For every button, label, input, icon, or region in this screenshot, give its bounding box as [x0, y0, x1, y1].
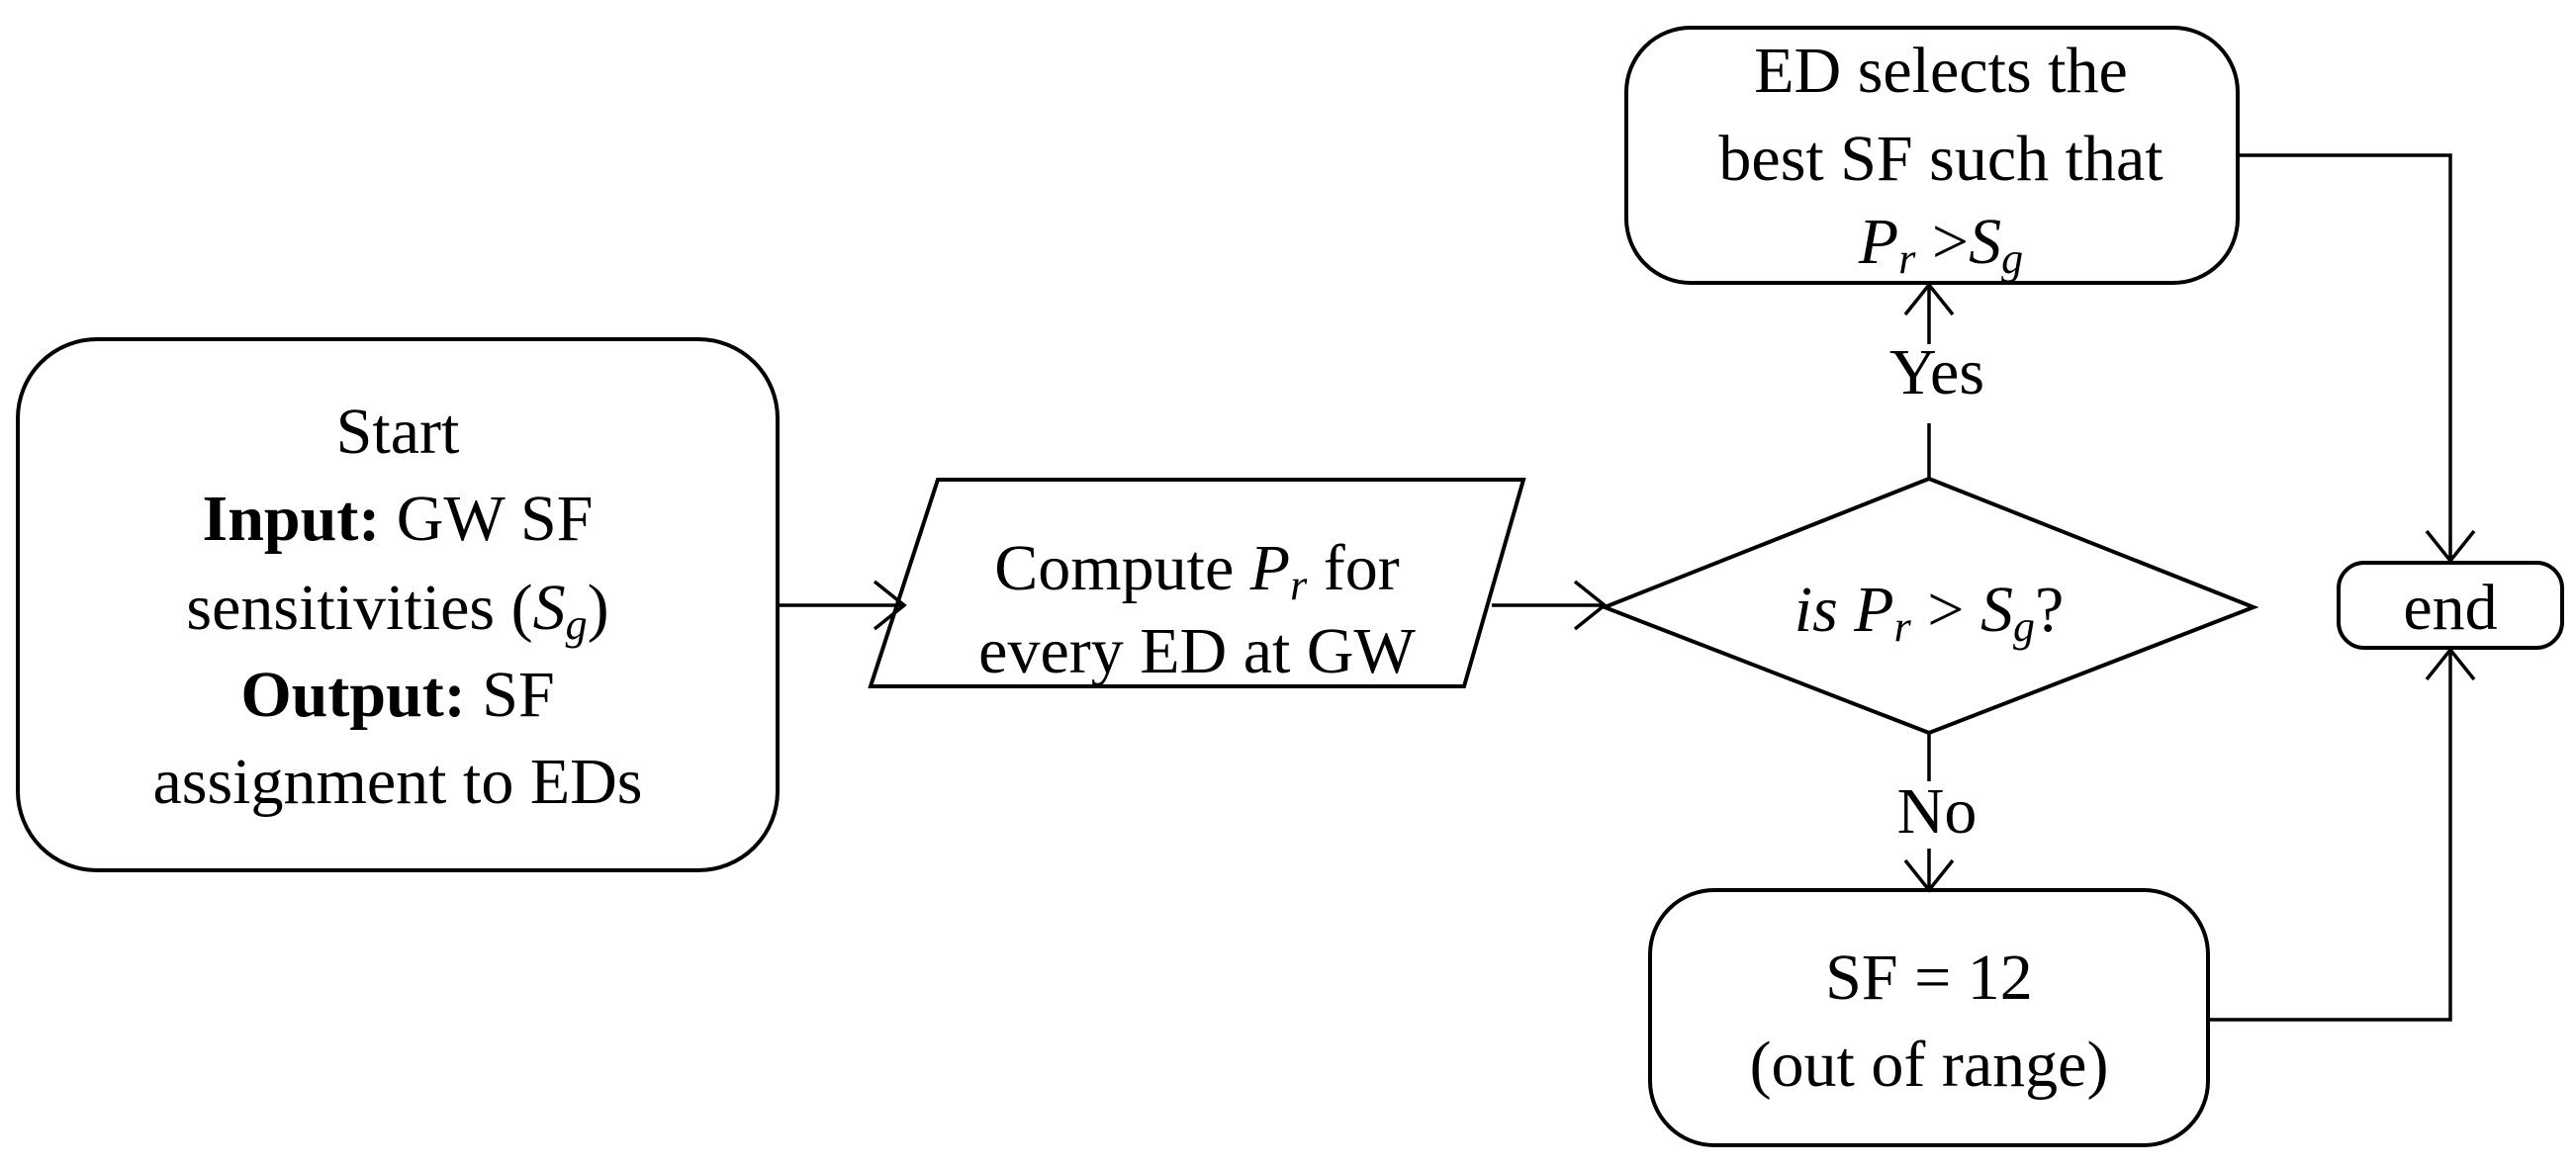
out-of-range-node: SF = 12 (out of range)	[1648, 888, 2210, 1147]
edge-start-to-compute	[778, 580, 907, 631]
select-line-3: Pr >Sg	[1858, 206, 2023, 283]
out-of-range-line-2: (out of range)	[1750, 1029, 2109, 1101]
end-label: end	[2403, 572, 2497, 644]
compute-line-1: Compute Pr for	[994, 532, 1399, 609]
start-node: Start Input: GW SF sensitivities (Sg) Ou…	[16, 337, 780, 872]
start-assignment-line: assignment to EDs	[153, 746, 643, 818]
edge-select-to-end	[2238, 153, 2476, 564]
edge-compute-to-decision	[1492, 580, 1608, 631]
edge-no: No	[1897, 733, 1978, 893]
compute-line-2: every ED at GW	[978, 615, 1416, 687]
select-node: ED selects the best SF such that Pr >Sg	[1624, 26, 2240, 285]
yes-label: Yes	[1889, 336, 1984, 408]
decision-node: is Pr > Sg?	[1599, 476, 2259, 736]
end-node: end	[2337, 561, 2564, 650]
out-of-range-line-1: SF = 12	[1825, 942, 2033, 1014]
start-input-line: Input: GW SF	[203, 483, 594, 555]
edge-out-of-range-to-end	[2208, 647, 2476, 1022]
start-sensitivities-line: sensitivities (Sg)	[186, 572, 608, 649]
start-label: Start	[336, 396, 460, 468]
no-label: No	[1897, 775, 1978, 848]
decision-label: is Pr > Sg?	[1794, 574, 2065, 651]
start-output-line: Output: SF	[240, 659, 554, 731]
select-line-1: ED selects the	[1754, 35, 2128, 107]
select-line-2: best SF such that	[1718, 123, 2162, 195]
edge-yes: Yes	[1889, 282, 1984, 479]
compute-node: Compute Pr for every ED at GW	[868, 478, 1526, 688]
